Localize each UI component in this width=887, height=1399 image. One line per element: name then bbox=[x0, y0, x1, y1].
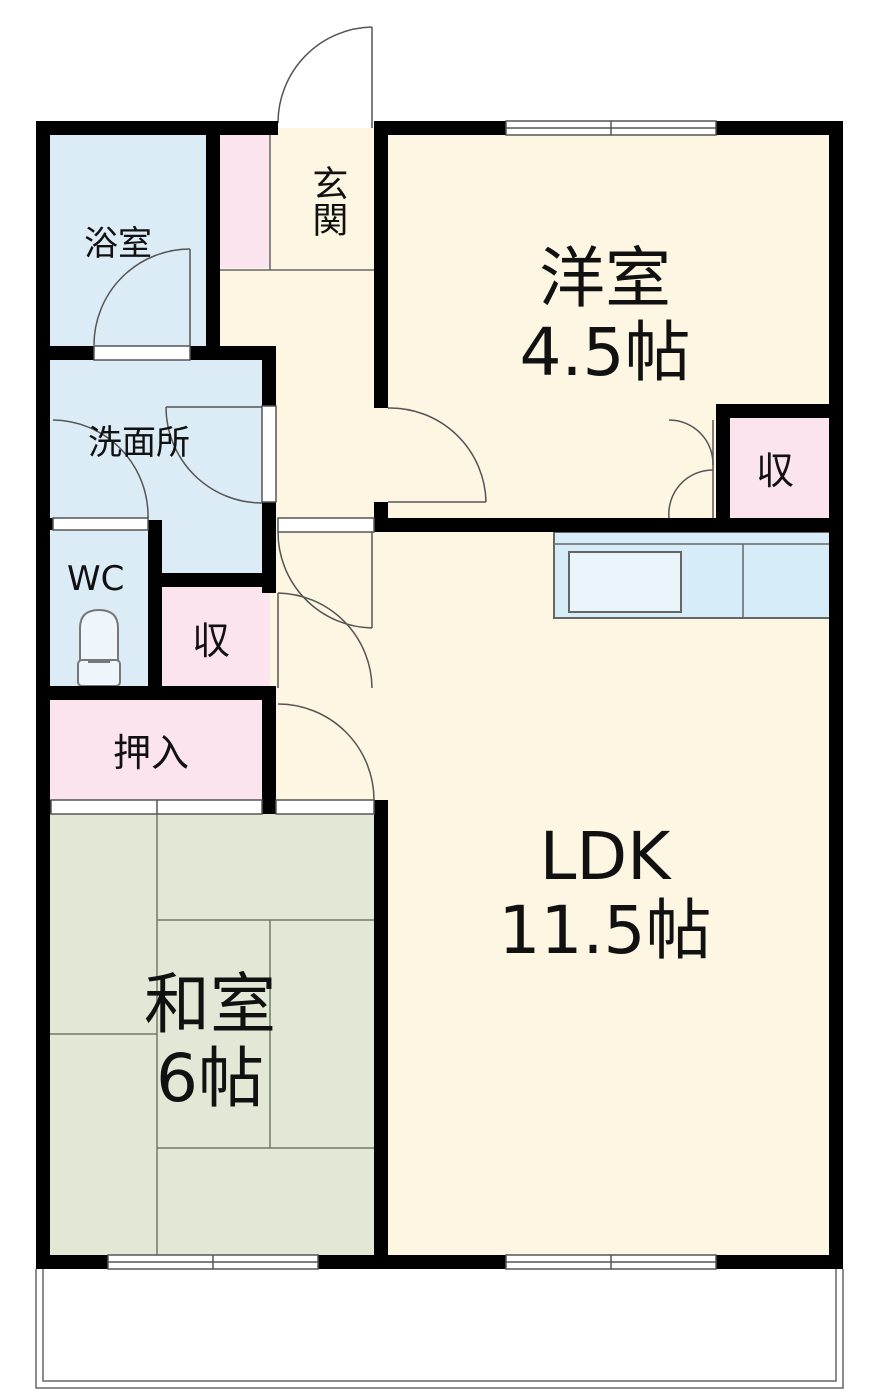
kitchen-sink-icon bbox=[568, 551, 682, 613]
room-size-japanese: 6帖 bbox=[156, 1039, 264, 1117]
room-label-closet: 押入 bbox=[113, 731, 190, 775]
closet-floor bbox=[43, 693, 270, 807]
balcony bbox=[35, 1269, 844, 1389]
room-name-western: 洋室 bbox=[539, 240, 671, 317]
door-swing-icon bbox=[52, 26, 714, 801]
bath-floor bbox=[43, 128, 213, 353]
entrance-floor-pink bbox=[213, 128, 270, 268]
room-label-wc: WC bbox=[67, 559, 125, 599]
room-name-ldk: LDK bbox=[539, 818, 671, 895]
room-size-ldk: 11.5帖 bbox=[498, 891, 712, 969]
room-label-storage-hall: 収 bbox=[192, 619, 231, 663]
windows bbox=[50, 120, 717, 1270]
tatami-lines bbox=[43, 807, 382, 1261]
toilet-icon bbox=[77, 608, 121, 687]
room-label-washroom: 洗面所 bbox=[88, 423, 190, 463]
storage-hall-floor bbox=[155, 580, 270, 693]
room-size-western: 4.5帖 bbox=[519, 313, 691, 391]
room-name-japanese: 和室 bbox=[144, 966, 276, 1043]
room-label-ldk: LDK 11.5帖 bbox=[490, 820, 720, 968]
entrance-lines bbox=[213, 128, 382, 271]
kitchen-counter bbox=[553, 531, 837, 619]
room-label-western: 洋室 4.5帖 bbox=[490, 242, 720, 390]
room-label-bath: 浴室 bbox=[84, 224, 152, 264]
storage-western-floor bbox=[723, 411, 836, 524]
walls bbox=[36, 121, 843, 1269]
room-label-entrance: 玄関 bbox=[306, 165, 348, 237]
room-label-japanese: 和室 6帖 bbox=[110, 968, 310, 1116]
room-label-storage-western: 収 bbox=[756, 449, 795, 493]
